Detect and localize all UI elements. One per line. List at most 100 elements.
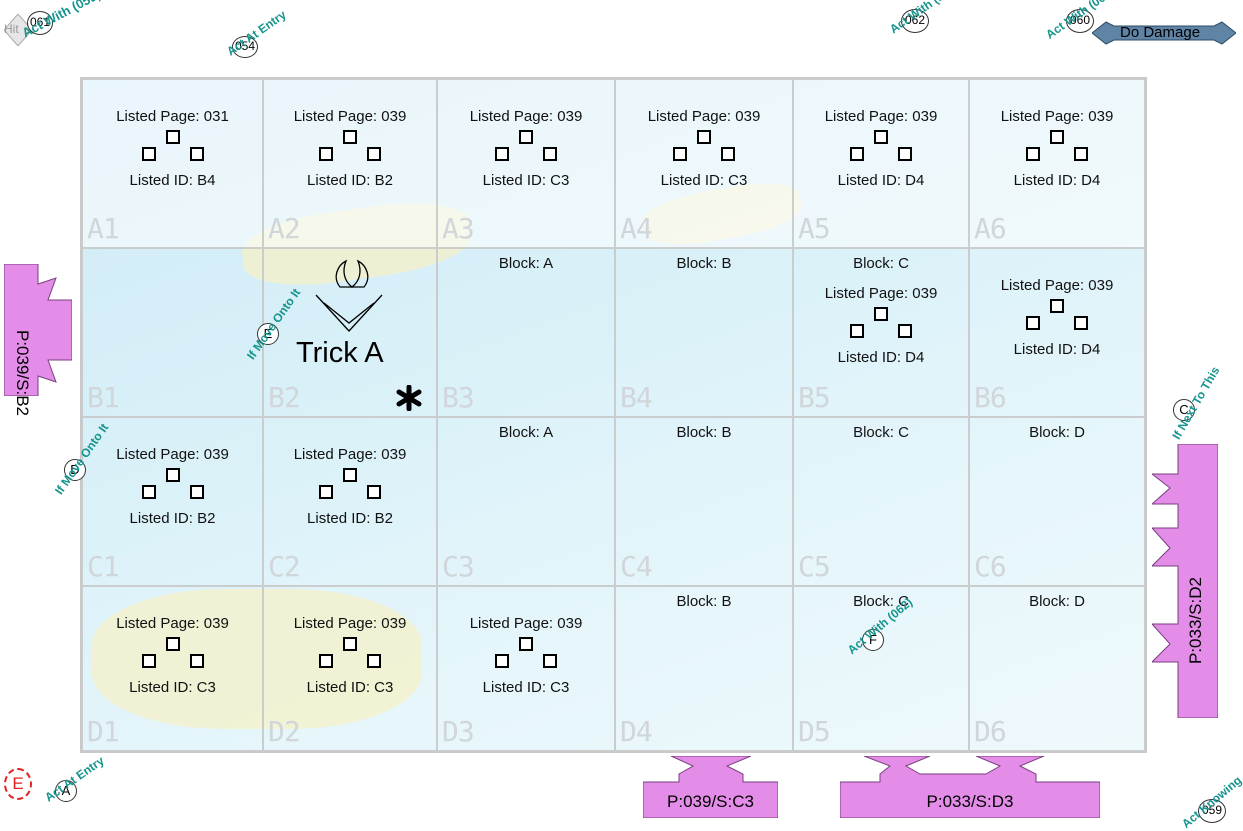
hit-label: Hit (4, 22, 19, 36)
exit-left[interactable]: P:039/S:B2 (4, 264, 72, 396)
do-damage-label: Do Damage (1120, 24, 1200, 41)
item-boxes-icon (495, 130, 557, 166)
board-cell-b4[interactable]: B4 Block: B (615, 248, 793, 417)
cell-coordinate: C1 (87, 550, 119, 583)
listed-id-label: Listed ID: C3 (616, 172, 792, 189)
listed-id-label: Listed ID: D4 (794, 349, 968, 366)
board-cell-b3[interactable]: B3 Block: A (437, 248, 615, 417)
exit-bottom-1[interactable]: P:039/S:C3 (643, 756, 778, 818)
exit-right[interactable]: P:033/S:D2 (1152, 444, 1218, 718)
ears-icon (330, 259, 374, 291)
cell-coordinate: D1 (87, 715, 119, 748)
exit-bottom-2-label: P:033/S:D3 (840, 792, 1100, 812)
listed-id-label: Listed ID: B2 (264, 510, 436, 527)
listed-page-label: Listed Page: 039 (794, 285, 968, 302)
listed-page-label: Listed Page: 039 (438, 615, 614, 632)
block-label: Block: A (438, 255, 614, 272)
cell-coordinate: A1 (87, 212, 119, 245)
block-label: Block: D (970, 593, 1144, 610)
board-cell-d4[interactable]: D4 Block: B (615, 586, 793, 751)
cell-coordinate: A3 (442, 212, 474, 245)
listed-id-label: Listed ID: B2 (264, 172, 436, 189)
listed-id-label: Listed ID: C3 (264, 679, 436, 696)
game-board: A1Listed Page: 031Listed ID: B4A2Listed … (80, 77, 1147, 753)
chevron-down-icon (314, 293, 384, 335)
listed-page-label: Listed Page: 039 (264, 615, 436, 632)
listed-id-label: Listed ID: D4 (970, 172, 1144, 189)
listed-page-label: Listed Page: 039 (438, 108, 614, 125)
listed-id-label: Listed ID: D4 (794, 172, 968, 189)
listed-page-label: Listed Page: 039 (264, 108, 436, 125)
item-boxes-icon (142, 468, 204, 504)
item-boxes-icon (1026, 130, 1088, 166)
cell-coordinate: B3 (442, 381, 474, 414)
exit-right-shape (1152, 444, 1218, 718)
listed-page-label: Listed Page: 039 (83, 615, 262, 632)
listed-page-label: Listed Page: 039 (264, 446, 436, 463)
cell-coordinate: D6 (974, 715, 1006, 748)
token-061-tag: Act With (059) (20, 0, 103, 40)
listed-id-label: Listed ID: D4 (970, 341, 1144, 358)
block-label: Block: D (970, 424, 1144, 441)
cell-coordinate: C5 (798, 550, 830, 583)
cell-coordinate: D5 (798, 715, 830, 748)
board-cell-c4[interactable]: C4 Block: B (615, 417, 793, 586)
listed-id-label: Listed ID: C3 (83, 679, 262, 696)
cell-coordinate: B6 (974, 381, 1006, 414)
asterisk-icon (396, 385, 422, 411)
marker-e-dashed[interactable]: E (4, 768, 32, 800)
item-boxes-icon (495, 637, 557, 673)
cell-coordinate: C2 (268, 550, 300, 583)
cell-coordinate: D2 (268, 715, 300, 748)
board-cell-b1[interactable]: B1 (82, 248, 263, 417)
exit-bottom-2[interactable]: P:033/S:D3 (840, 756, 1100, 818)
item-boxes-icon (850, 307, 912, 343)
item-boxes-icon (673, 130, 735, 166)
cell-coordinate: D4 (620, 715, 652, 748)
listed-page-label: Listed Page: 039 (616, 108, 792, 125)
cell-coordinate: B4 (620, 381, 652, 414)
cell-coordinate: C4 (620, 550, 652, 583)
board-cell-d6[interactable]: D6 Block: D (969, 586, 1145, 751)
cell-coordinate: B2 (268, 381, 300, 414)
cell-coordinate: A4 (620, 212, 652, 245)
block-label: Block: C (794, 424, 968, 441)
block-label: Block: B (616, 593, 792, 610)
cell-coordinate: C3 (442, 550, 474, 583)
cell-coordinate: B1 (87, 381, 119, 414)
item-boxes-icon (1026, 299, 1088, 335)
item-boxes-icon (319, 130, 381, 166)
item-boxes-icon (319, 468, 381, 504)
block-label: Block: B (616, 424, 792, 441)
cell-coordinate: A2 (268, 212, 300, 245)
do-damage-banner[interactable]: Do Damage (1092, 20, 1236, 46)
item-boxes-icon (142, 637, 204, 673)
block-label: Block: B (616, 255, 792, 272)
listed-page-label: Listed Page: 039 (970, 277, 1144, 294)
listed-id-label: Listed ID: C3 (438, 172, 614, 189)
listed-id-label: Listed ID: B2 (83, 510, 262, 527)
board-cell-c5[interactable]: C5 Block: C (793, 417, 969, 586)
exit-bottom-1-label: P:039/S:C3 (643, 792, 778, 812)
listed-id-label: Listed ID: C3 (438, 679, 614, 696)
listed-id-label: Listed ID: B4 (83, 172, 262, 189)
listed-page-label: Listed Page: 031 (83, 108, 262, 125)
exit-left-label: P:039/S:B2 (12, 330, 32, 416)
listed-page-label: Listed Page: 039 (970, 108, 1144, 125)
